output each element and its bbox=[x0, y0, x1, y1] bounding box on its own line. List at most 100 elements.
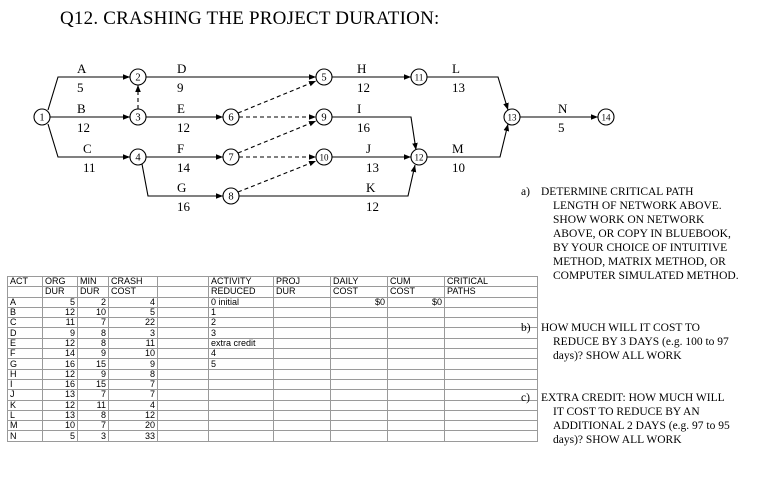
table-cell bbox=[273, 327, 331, 339]
table-cell: J bbox=[7, 389, 43, 401]
table-cell: CUM bbox=[387, 275, 445, 288]
table-cell bbox=[208, 378, 274, 391]
network-arrows bbox=[47, 74, 598, 199]
activity-arrow-l bbox=[427, 76, 509, 111]
node-circle bbox=[315, 108, 333, 126]
node-circle bbox=[503, 108, 521, 126]
table-cell bbox=[387, 378, 445, 391]
table-cell: DUR bbox=[273, 286, 331, 298]
table-cell: 4 bbox=[208, 348, 274, 360]
node-label: 3 bbox=[135, 113, 140, 124]
table-cell bbox=[273, 378, 331, 391]
table-cell: DUR bbox=[42, 286, 78, 298]
activity-name: D bbox=[177, 61, 186, 76]
table-cell: DUR bbox=[77, 286, 109, 298]
activity-name: H bbox=[357, 61, 366, 76]
node-label: 10 bbox=[320, 153, 330, 163]
activity-duration: 12 bbox=[357, 80, 370, 95]
node-circle bbox=[129, 68, 147, 86]
table-cell: 10 bbox=[108, 348, 158, 360]
table-cell: 13 bbox=[42, 389, 78, 401]
table-cell: 8 bbox=[108, 368, 158, 380]
table-cell bbox=[157, 337, 209, 350]
table-cell bbox=[157, 389, 209, 401]
table-cell bbox=[157, 296, 209, 308]
table-cell: 15 bbox=[77, 358, 109, 370]
activity-duration: 13 bbox=[366, 160, 379, 175]
table-cell bbox=[273, 409, 331, 422]
node-label: 5 bbox=[321, 73, 326, 84]
table-cell: PATHS bbox=[444, 286, 538, 298]
activity-arrow-k bbox=[239, 164, 417, 197]
table-cell: 7 bbox=[77, 389, 109, 401]
table-cell bbox=[444, 430, 538, 442]
node-circle bbox=[410, 148, 428, 166]
table-cell bbox=[157, 348, 209, 360]
table-cell: 11 bbox=[77, 399, 109, 411]
activity-arrow-g bbox=[141, 163, 223, 199]
node-label: 9 bbox=[321, 113, 326, 124]
question-text-line: ABOVE, OR COPY IN BLUEBOOK, bbox=[553, 228, 731, 240]
table-cell bbox=[208, 420, 274, 432]
table-cell: 3 bbox=[108, 327, 158, 339]
question-text-line: BY YOUR CHOICE OF INTUITIVE bbox=[553, 242, 728, 254]
table-cell: C bbox=[7, 317, 43, 329]
table-cell: ACTIVITY bbox=[208, 275, 274, 288]
table-cell bbox=[330, 378, 388, 391]
table-cell: 10 bbox=[42, 420, 78, 432]
activity-duration: 16 bbox=[357, 120, 371, 135]
table-cell: 0 initial bbox=[208, 296, 274, 308]
question-text-line: LENGTH OF NETWORK ABOVE. bbox=[553, 200, 722, 212]
table-cell: COST bbox=[330, 286, 388, 298]
question-text-line: SHOW WORK ON NETWORK bbox=[553, 214, 705, 226]
activity-duration: 5 bbox=[77, 80, 84, 95]
table-cell bbox=[273, 317, 331, 329]
question-text-line: DETERMINE CRITICAL PATH bbox=[541, 186, 694, 198]
table-cell bbox=[387, 430, 445, 442]
activity-name: I bbox=[357, 101, 361, 116]
activity-duration: 12 bbox=[77, 120, 90, 135]
node-circle bbox=[597, 108, 615, 126]
table-cell bbox=[208, 368, 274, 380]
table-cell: 12 bbox=[42, 306, 78, 319]
question-text-line: REDUCE BY 3 DAYS (e.g. 100 to 97 bbox=[553, 336, 729, 348]
table-cell bbox=[157, 275, 209, 288]
table-cell bbox=[330, 389, 388, 401]
table-cell bbox=[273, 430, 331, 442]
activity-name: M bbox=[452, 141, 464, 156]
node-circle bbox=[33, 108, 51, 126]
activity-duration: 16 bbox=[177, 199, 191, 214]
table-cell: 12 bbox=[108, 409, 158, 422]
question-text-line: days)? SHOW ALL WORK bbox=[553, 350, 682, 362]
table-cell: 9 bbox=[77, 348, 109, 360]
table-cell bbox=[330, 337, 388, 350]
table-cell: 5 bbox=[208, 358, 274, 370]
table-cell: PROJ bbox=[273, 275, 331, 288]
table-cell: 14 bbox=[42, 348, 78, 360]
activity-duration: 12 bbox=[177, 120, 190, 135]
activity-name: C bbox=[83, 141, 92, 156]
table-cell bbox=[444, 378, 538, 391]
table-cell: 12 bbox=[42, 368, 78, 380]
node-circle bbox=[315, 148, 333, 166]
node-circle bbox=[222, 148, 240, 166]
table-cell: 9 bbox=[108, 358, 158, 370]
table-cell bbox=[208, 389, 274, 401]
table-cell bbox=[7, 286, 43, 298]
question-text-line: ADDITIONAL 2 DAYS (e.g. 97 to 95 bbox=[553, 420, 730, 432]
table-cell: E bbox=[7, 337, 43, 350]
table-cell: B bbox=[7, 306, 43, 319]
dummy-arrow bbox=[237, 80, 317, 114]
table-cell bbox=[157, 368, 209, 380]
table-cell bbox=[208, 399, 274, 411]
table-cell bbox=[387, 337, 445, 350]
table-cell: COST bbox=[387, 286, 445, 298]
